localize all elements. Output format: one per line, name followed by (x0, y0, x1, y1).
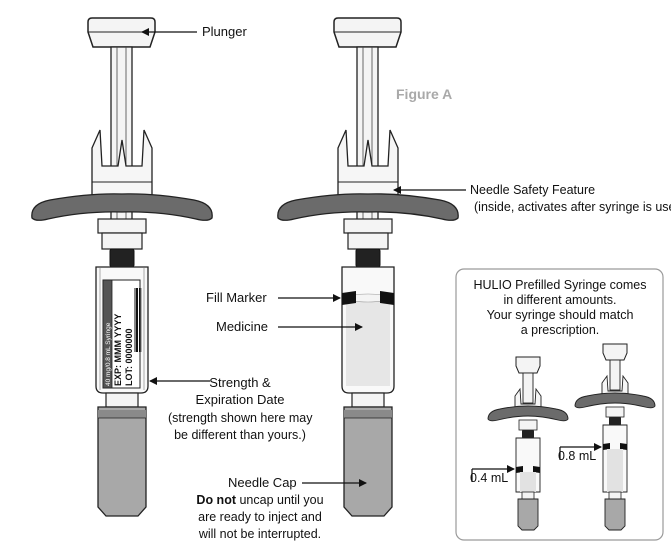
medicine-fill (346, 298, 390, 386)
right-stopper (355, 248, 381, 268)
plunger-label: Plunger (202, 24, 247, 39)
left-needle-cap (97, 406, 147, 517)
large-amount-label: 0.8 mL (558, 449, 597, 463)
strength-note-line2: be different than yours.) (174, 428, 306, 442)
strength-label-line1: Strength & (209, 375, 271, 390)
strength-note-line1: (strength shown here may (168, 411, 313, 425)
cap-warning-line2: are ready to inject and (198, 510, 322, 524)
figure-label: Figure A (396, 86, 453, 102)
small-syringe-0-4ml (487, 356, 569, 531)
info-box-line1: HULIO Prefilled Syringe comes (473, 278, 647, 292)
info-box-line3: Your syringe should match (486, 308, 634, 322)
strength-label-line2: Expiration Date (195, 392, 285, 407)
needle-safety-note: (inside, activates after syringe is used… (474, 200, 671, 214)
syringe-lot-text: LOT: 0000000 (124, 328, 134, 386)
fill-marker-left (342, 291, 356, 305)
barcode (134, 288, 142, 352)
left-safety-housing (91, 129, 153, 207)
syringe-strength-text: 40 mg/0.8 mL Syringe (105, 322, 112, 386)
cap-warning-line1: Do not uncap until you (180, 492, 340, 508)
left-syringe: 40 mg/0.8 mL Syringe EXP: MMM YYYY LOT: … (31, 17, 213, 517)
info-box-line2: in different amounts. (503, 293, 617, 307)
left-finger-grip (31, 193, 213, 221)
leader-lines (141, 28, 466, 487)
needle-cap-label: Needle Cap (228, 475, 297, 490)
medicine-label: Medicine (216, 319, 269, 334)
syringe-exp-text: EXP: MMM YYYY (113, 314, 123, 386)
small-amount-label: 0.4 mL (470, 471, 509, 485)
fill-marker-right (380, 291, 394, 305)
large-syringe-0-8ml (574, 343, 656, 531)
left-stopper (109, 248, 135, 268)
cap-warning-bold: Do not (196, 493, 236, 507)
cap-warning-rest: uncap until you (236, 493, 324, 507)
right-finger-grip (277, 193, 459, 221)
right-syringe (277, 17, 459, 517)
cap-warning-line3: will not be interrupted. (198, 527, 322, 541)
amount-indicators (471, 443, 602, 482)
right-safety-housing (337, 129, 399, 207)
right-needle-cap (343, 406, 393, 517)
info-box-text: HULIO Prefilled Syringe comes in differe… (462, 278, 658, 338)
needle-safety-label: Needle Safety Feature (470, 183, 596, 197)
fill-marker-label: Fill Marker (206, 290, 267, 305)
info-box-line4: a prescription. (520, 323, 600, 337)
